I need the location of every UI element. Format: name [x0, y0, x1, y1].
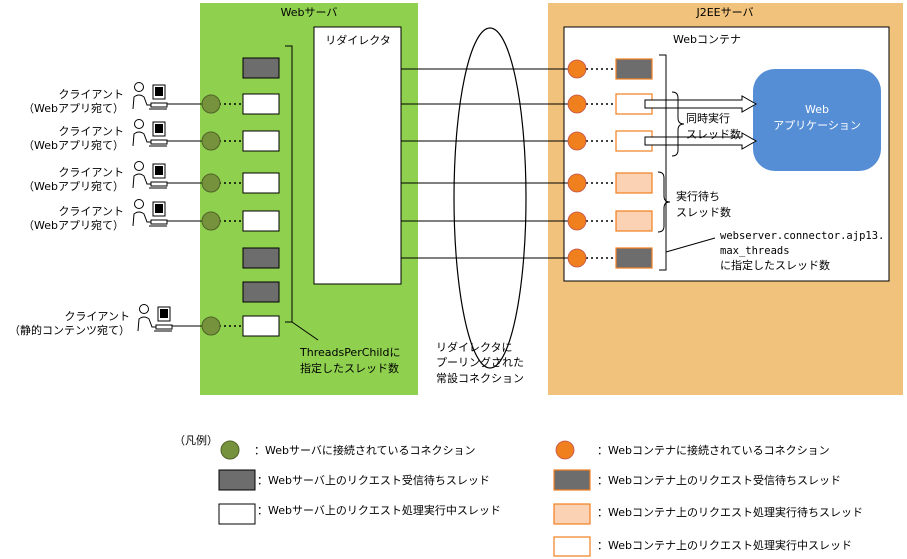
- max-threads-label-1: webserver.connector.ajp13.: [720, 230, 884, 242]
- legend-cont-conn: ：Webコンテナに接続されているコネクション: [597, 443, 830, 457]
- legend-web-conn: ：Webサーバに接続されているコネクション: [254, 443, 476, 457]
- client-computer-icon: [132, 199, 168, 227]
- legend-web-wait-icon: [218, 469, 256, 491]
- client-computer-icon: [132, 161, 168, 189]
- web-dotted-links: [219, 103, 243, 327]
- j2ee-server-title: J2EEサーバ: [695, 6, 753, 19]
- web-exec-thread: [242, 93, 280, 115]
- legend-cont-pending-icon: [553, 503, 591, 525]
- legend-title: （凡例）: [174, 433, 218, 447]
- web-app-line1: Web: [805, 103, 829, 116]
- legend-cont-exec-icon: [553, 536, 591, 557]
- pooled-label-1: リダイレクタに: [436, 340, 513, 354]
- container-pending-thread: [615, 172, 653, 194]
- web-server-title: Webサーバ: [281, 6, 338, 19]
- container-wait-thread: [615, 58, 653, 80]
- web-wait-thread: [242, 247, 280, 269]
- web-server-threads: [242, 57, 280, 337]
- web-app-line2: アプリケーション: [773, 119, 861, 132]
- container-connections: [567, 59, 587, 268]
- concurrent-label-1: 同時実行: [686, 111, 730, 125]
- threads-per-child-label-2: 指定したスレッド数: [300, 361, 399, 375]
- client-computer-icon: [132, 82, 168, 110]
- client-label: クライアント: [58, 125, 124, 138]
- container-connection-circle: [567, 211, 587, 231]
- concurrent-bracket: [671, 91, 685, 157]
- client-computer-icon: [137, 304, 173, 332]
- container-connection-circle: [567, 94, 587, 114]
- legend-cont-wait-icon: [553, 469, 591, 491]
- client-connection-lines: [165, 103, 205, 327]
- web-server-connections: [201, 94, 221, 336]
- client-label: クライアント: [58, 205, 124, 218]
- client-label: （Webアプリ宛て）: [23, 218, 124, 232]
- container-connection-circle: [567, 131, 587, 151]
- redirector-box: [313, 26, 402, 285]
- max-threads-bracket: [659, 54, 716, 271]
- web-container-label: Webコンテナ: [673, 33, 741, 46]
- redirector-label: リダイレクタ: [325, 33, 391, 47]
- concurrent-label-2: スレッド数: [686, 128, 741, 141]
- container-pending-thread: [615, 210, 653, 232]
- legend-cont-pending: ：Webコンテナ上のリクエスト処理実行待ちスレッド: [597, 505, 863, 519]
- client-label: （Webアプリ宛て）: [23, 101, 124, 115]
- client-computer-icon: [132, 119, 168, 147]
- client-group: クライアント （Webアプリ宛て） クライアント （Webアプリ宛て） クライア…: [9, 88, 130, 337]
- max-threads-label-3: に指定したスレッド数: [720, 258, 830, 272]
- pooled-connection-lines: [401, 68, 568, 259]
- legend-cont-exec: ：Webコンテナ上のリクエスト処理実行中スレッド: [597, 538, 852, 552]
- legend-web-exec-icon: [218, 503, 256, 525]
- client-label: クライアント: [58, 88, 124, 101]
- pooled-label-2: プーリングされた: [436, 355, 524, 369]
- legend-cont-conn-icon: [555, 440, 575, 460]
- container-threads: [615, 58, 653, 269]
- container-connection-circle: [567, 59, 587, 79]
- web-exec-thread: [242, 130, 280, 152]
- web-wait-thread: [242, 281, 280, 303]
- legend-web-wait: ：Webサーバ上のリクエスト受信待ちスレッド: [257, 473, 490, 487]
- threads-per-child-bracket: [285, 45, 319, 341]
- max-threads-label-2: max_threads: [720, 245, 790, 257]
- client-label: （静的コンテンツ宛て）: [9, 323, 130, 337]
- threads-per-child-label-1: ThreadsPerChildに: [299, 346, 400, 359]
- container-connection-circle: [567, 248, 587, 268]
- web-exec-thread: [242, 315, 280, 337]
- web-application-box: [753, 69, 881, 171]
- client-label: クライアント: [64, 310, 130, 323]
- container-connection-circle: [567, 173, 587, 193]
- client-label: （Webアプリ宛て）: [23, 138, 124, 152]
- waiting-label-1: 実行待ち: [676, 189, 720, 203]
- legend-web-conn-icon: [220, 440, 240, 460]
- web-connection-circle: [201, 173, 221, 193]
- legend-cont-wait: ：Webコンテナ上のリクエスト受信待ちスレッド: [597, 473, 841, 487]
- client-label: クライアント: [58, 166, 124, 179]
- web-connection-circle: [201, 211, 221, 231]
- container-dotted-links: [586, 68, 616, 259]
- legend-web-exec: ：Webサーバ上のリクエスト処理実行中スレッド: [257, 503, 501, 517]
- web-exec-thread: [242, 210, 280, 232]
- web-connection-circle: [201, 131, 221, 151]
- waiting-label-2: スレッド数: [676, 206, 731, 219]
- pooled-connections-ellipse: [453, 27, 527, 369]
- web-connection-circle: [201, 316, 221, 336]
- container-wait-thread: [615, 247, 653, 269]
- web-wait-thread: [242, 57, 280, 79]
- web-connection-circle: [201, 94, 221, 114]
- pooled-label-3: 常設コネクション: [436, 371, 524, 385]
- web-exec-thread: [242, 172, 280, 194]
- app-arrows: [644, 95, 758, 150]
- client-label: （Webアプリ宛て）: [23, 179, 124, 193]
- waiting-bracket: [657, 171, 671, 233]
